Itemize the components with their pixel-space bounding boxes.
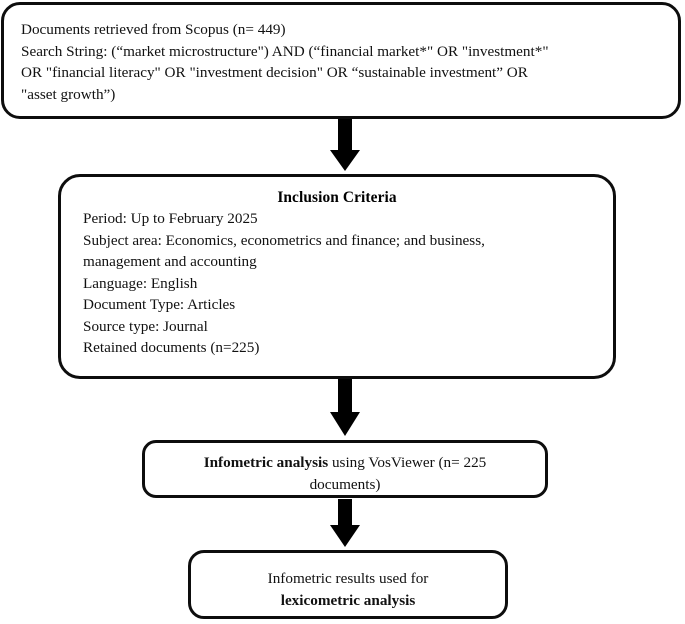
inclusion-criteria-box: Inclusion Criteria Period: Up to Februar… — [58, 174, 616, 379]
criteria-line-language: Language: English — [83, 274, 198, 292]
lexicometric-line-2: lexicometric analysis — [203, 590, 493, 612]
infometric-analysis-text: Infometric analysis using VosViewer (n= … — [145, 443, 545, 495]
lexicometric-results-text: Infometric results used for lexicometric… — [191, 553, 505, 611]
criteria-line-retained-documents: Retained documents (n=225) — [83, 339, 260, 357]
lexicometric-line-1: Infometric results used for — [267, 570, 429, 587]
infometric-analysis-box: Infometric analysis using VosViewer (n= … — [142, 440, 548, 498]
criteria-line-document-type: Document Type: Articles — [83, 296, 236, 314]
infometric-line-2: documents) — [309, 475, 381, 493]
source-line-1: Documents retrieved from Scopus (n= 449) — [21, 21, 286, 38]
infometric-bold-lead: Infometric analysis — [203, 454, 329, 471]
source-line-3: OR "financial literacy" OR "investment d… — [21, 64, 528, 82]
criteria-line-subject-area-2: management and accounting — [83, 253, 257, 271]
criteria-line-period: Period: Up to February 2025 — [83, 210, 258, 227]
documents-retrieved-text: Documents retrieved from Scopus (n= 449)… — [4, 5, 678, 105]
inclusion-criteria-text: Period: Up to February 2025 Subject area… — [61, 207, 613, 359]
inclusion-criteria-heading: Inclusion Criteria — [277, 189, 397, 206]
lexicometric-results-box: Infometric results used for lexicometric… — [188, 550, 508, 619]
criteria-line-subject-area-1: Subject area: Economics, econometrics an… — [83, 231, 485, 249]
documents-retrieved-box: Documents retrieved from Scopus (n= 449)… — [1, 2, 681, 119]
source-line-4: "asset growth”) — [21, 85, 116, 103]
infometric-normal-tail: using VosViewer (n= 225 — [328, 454, 487, 471]
lexicometric-bold-term: lexicometric analysis — [280, 591, 416, 609]
source-line-2: Search String: (“market microstructure")… — [21, 42, 549, 60]
infometric-line-1: Infometric analysis using VosViewer (n= … — [159, 452, 531, 474]
criteria-line-source-type: Source type: Journal — [83, 317, 208, 335]
